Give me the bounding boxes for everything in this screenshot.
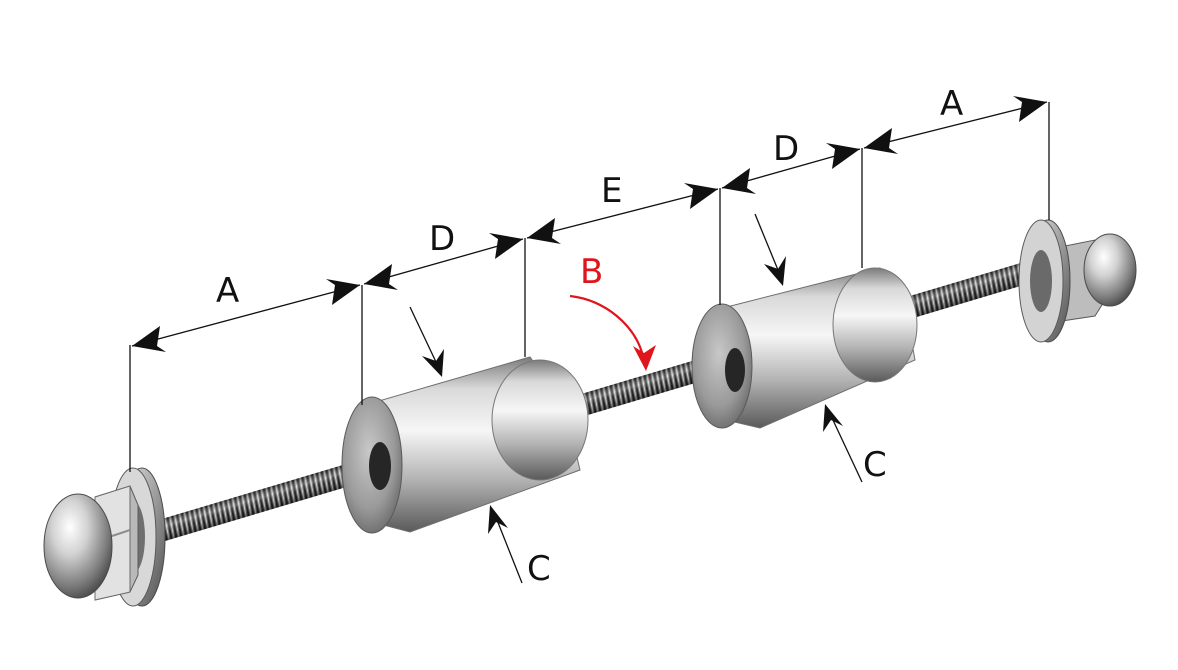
pointer-arrow-d-right	[754, 213, 786, 286]
dimension-lines	[129, 96, 1050, 472]
dimension-d-right	[721, 143, 861, 194]
label-d-right: D	[773, 129, 799, 169]
label-c-right: C	[863, 445, 887, 485]
dimension-a-left	[131, 279, 361, 352]
pointer-arrow-c-right	[823, 404, 863, 483]
pointer-arrow-b	[569, 294, 656, 371]
label-a-left: A	[216, 271, 239, 311]
dimension-e	[526, 183, 719, 244]
pointer-arrows	[409, 213, 863, 584]
label-c-left: C	[527, 549, 551, 589]
label-e: E	[601, 171, 622, 211]
bolt-assembly	[43, 219, 1137, 607]
dimension-d-left	[363, 233, 524, 290]
dimension-a-right	[863, 96, 1048, 154]
washer-right	[1018, 219, 1071, 343]
spacer-right	[691, 267, 918, 429]
dimension-labels: A D E D A B C C	[216, 84, 963, 589]
label-a-right: A	[940, 84, 963, 124]
acorn-nut-left	[43, 485, 139, 601]
pointer-arrow-d-left	[409, 306, 444, 377]
label-d-left: D	[429, 219, 455, 259]
label-b: B	[580, 252, 603, 292]
spacer-left	[341, 356, 589, 534]
pointer-arrow-c-left	[488, 505, 523, 584]
